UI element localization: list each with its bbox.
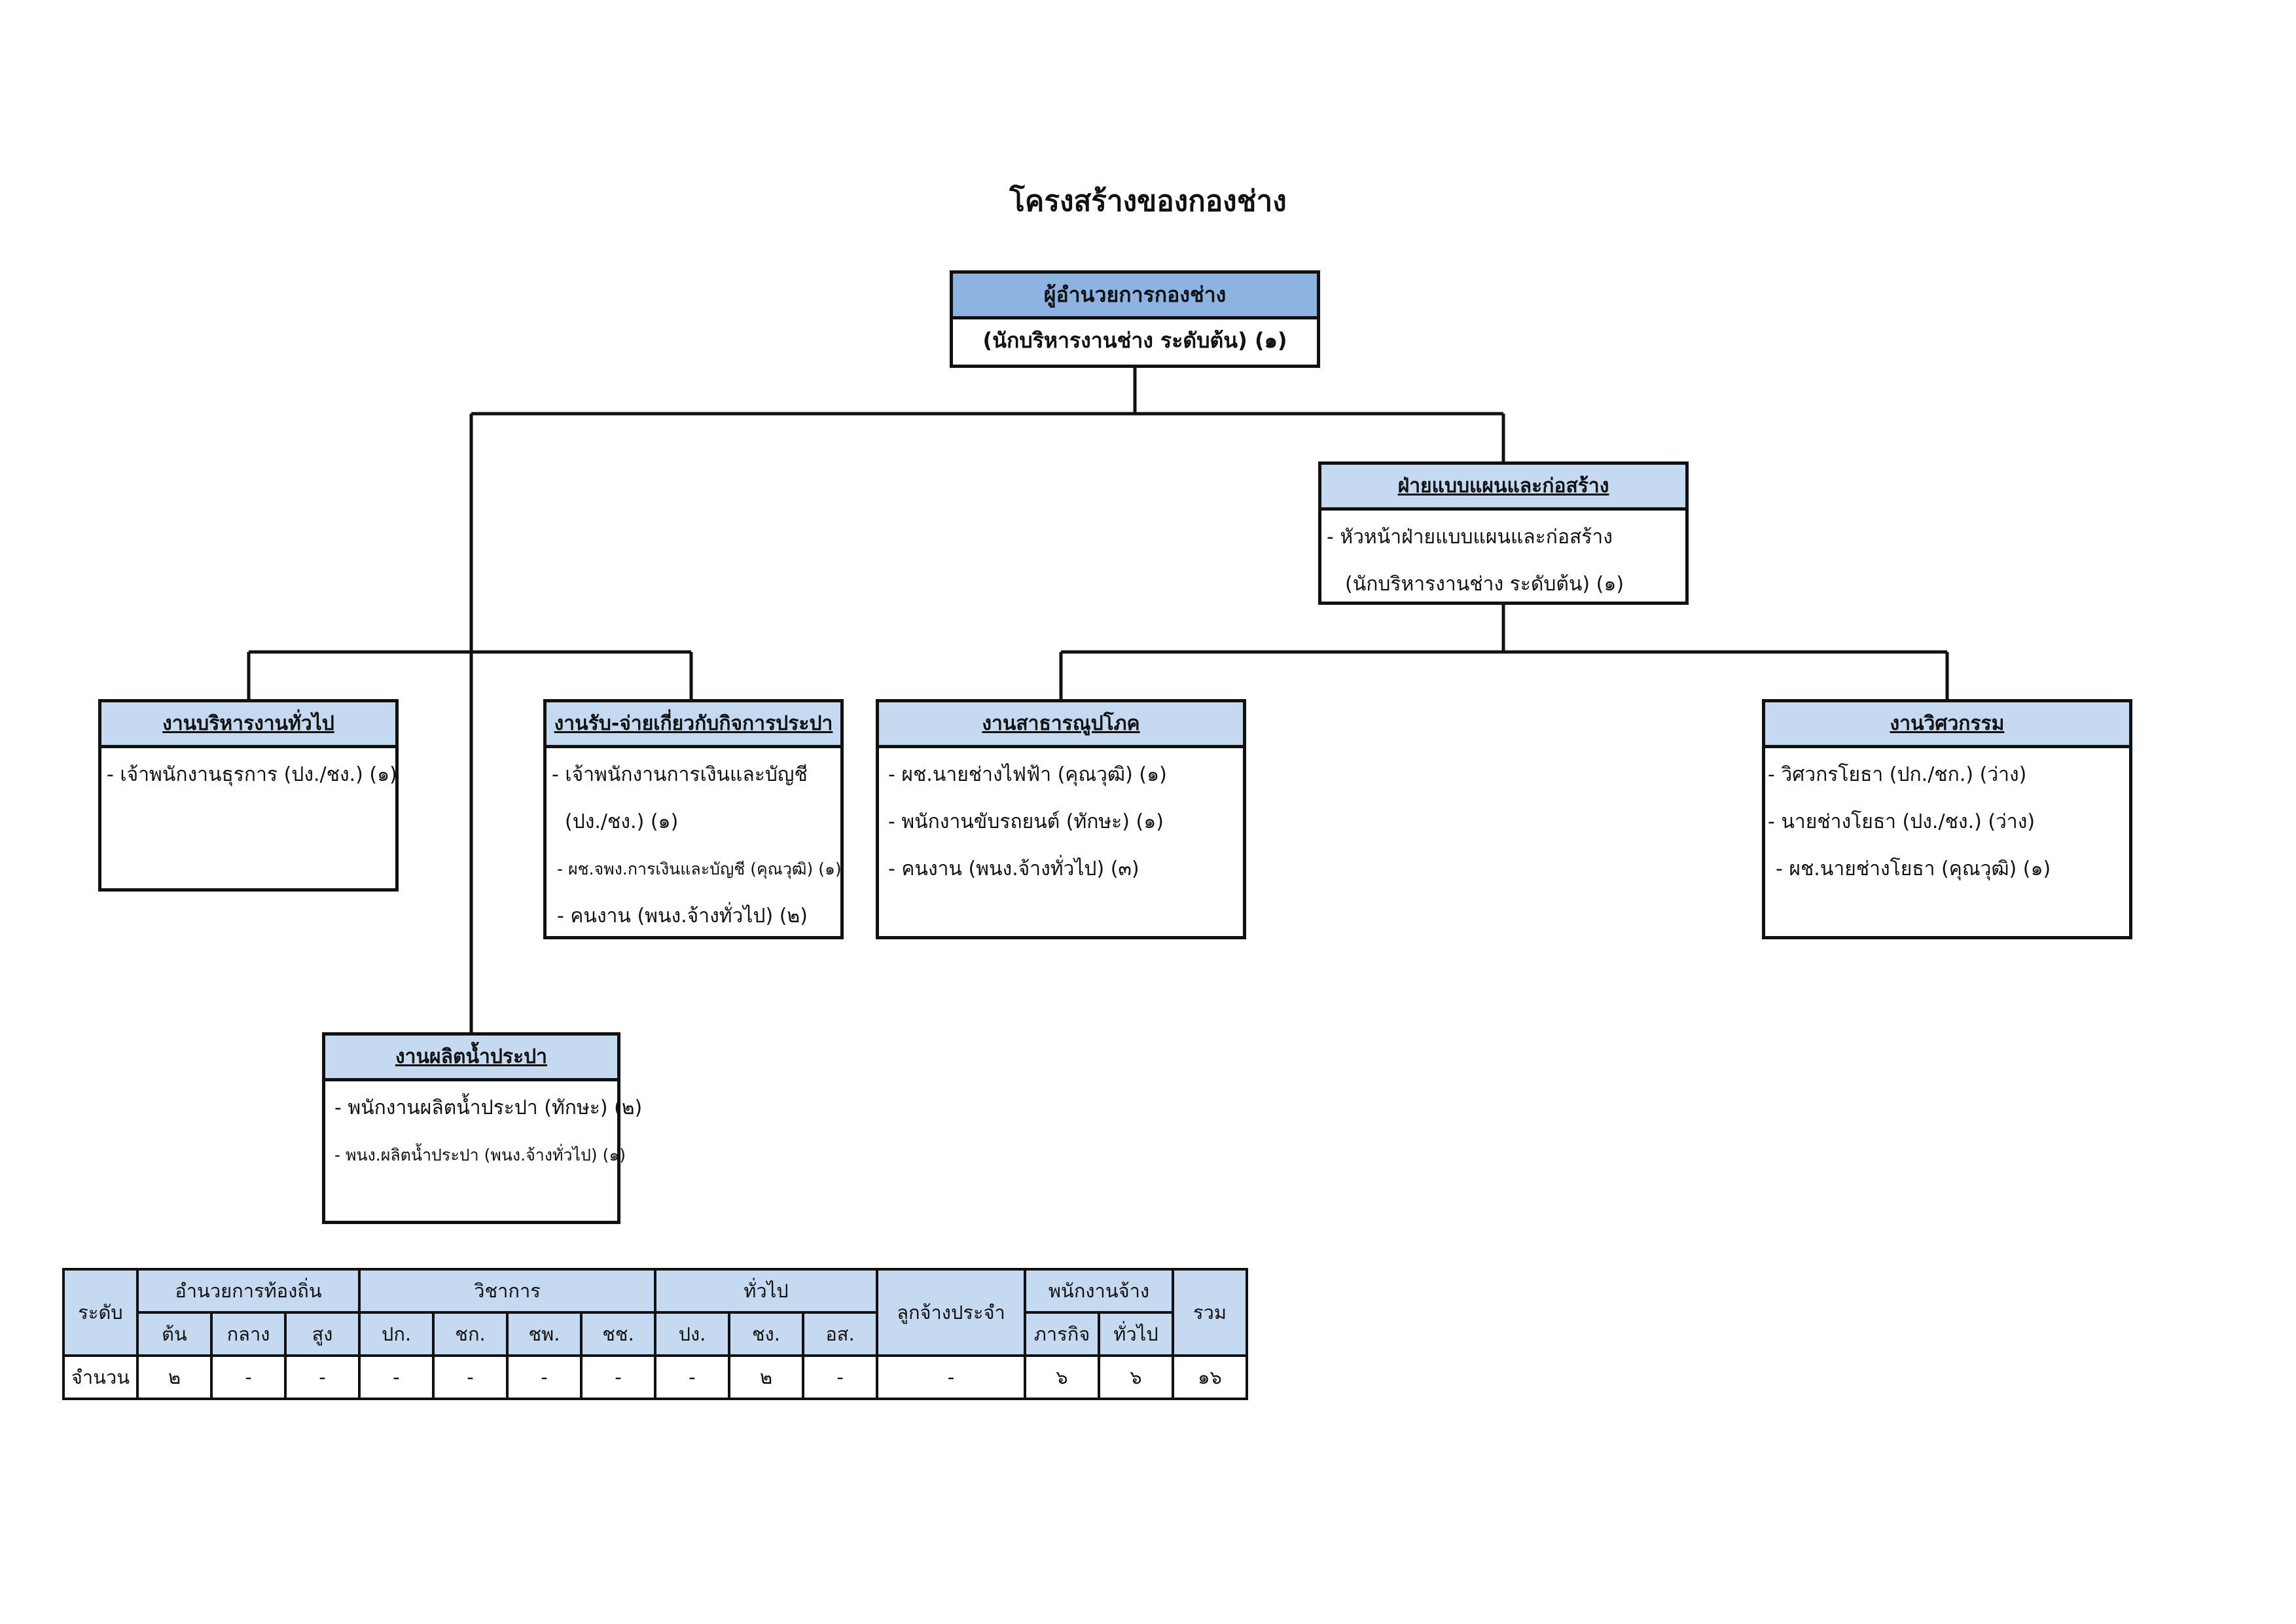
total-count-cell: ๑๖ <box>1172 1354 1248 1400</box>
utilities-unit-box: งานสาธารณูปโภค - ผช.นายช่างไฟฟ้า (คุณวุฒ… <box>876 699 1246 939</box>
general-header: ทั่วไป <box>654 1268 878 1314</box>
subheader-cell: ปง. <box>654 1311 730 1357</box>
count-cell: ๒ <box>136 1354 213 1400</box>
local-admin-header: อำนวยการท้องถิ่น <box>136 1268 361 1314</box>
water-finance-unit-line: - เจ้าพนักงานการเงินและบัญชี <box>552 763 808 786</box>
count-cell: - <box>358 1354 435 1400</box>
permanent-staff-header: ลูกจ้างประจำ <box>876 1268 1026 1357</box>
subheader-cell: ทั่วไป <box>1098 1311 1174 1357</box>
count-row-label: จำนวน <box>62 1354 139 1400</box>
count-cell: - <box>506 1354 583 1400</box>
count-cell: - <box>802 1354 878 1400</box>
water-production-unit-box: งานผลิตน้ำประปา - พนักงานผลิตน้ำประปา (ท… <box>322 1032 643 1224</box>
subheader-cell: ชพ. <box>506 1311 583 1357</box>
water-production-unit-line: - พนง.ผลิตน้ำประปา (พนง.จ้างทั่วไป) (๑) <box>334 1146 626 1164</box>
director-box: ผู้อำนวยการกองช่าง (นักบริหารงานช่าง ระด… <box>950 270 1320 368</box>
general-admin-unit-box: งานบริหารงานทั่วไป - เจ้าพนักงานธุรการ (… <box>98 699 399 892</box>
director-subtitle: (นักบริหารงานช่าง ระดับต้น) (๑) <box>982 327 1287 353</box>
subheader-cell: ชช. <box>580 1311 656 1357</box>
design-division-line: (นักบริหารงานช่าง ระดับต้น) (๑) <box>1345 573 1624 596</box>
count-cell: ๖ <box>1024 1354 1100 1400</box>
count-cell: - <box>876 1354 1026 1400</box>
staff-summary-table: ระดับ อำนวยการท้องถิ่น วิชาการ ทั่วไป ลู… <box>62 1268 1248 1400</box>
engineering-unit-line: - วิศวกรโยธา (ปก./ชก.) (ว่าง) <box>1768 763 2027 786</box>
utilities-unit-line: - คนงาน (พนง.จ้างทั่วไป) (๓) <box>888 857 1139 880</box>
engineering-unit-line: - ผช.นายช่างโยธา (คุณวุฒิ) (๑) <box>1776 857 2051 880</box>
count-cell: - <box>580 1354 656 1400</box>
subheader-cell: อส. <box>802 1311 878 1357</box>
count-cell: ๒ <box>728 1354 804 1400</box>
general-admin-unit-title: งานบริหารงานทั่วไป <box>101 702 395 748</box>
contract-staff-header: พนักงานจ้าง <box>1024 1268 1174 1314</box>
water-finance-unit-title: งานรับ-จ่ายเกี่ยวกับกิจการประปา <box>547 702 840 748</box>
design-division-box: ฝ่ายแบบแผนและก่อสร้าง - หัวหน้าฝ่ายแบบแผ… <box>1318 461 1689 605</box>
count-cell: ๖ <box>1098 1354 1174 1400</box>
subheader-cell: ชง. <box>728 1311 804 1357</box>
utilities-unit-line: - ผช.นายช่างไฟฟ้า (คุณวุฒิ) (๑) <box>888 763 1167 786</box>
subheader-cell: ปก. <box>358 1311 435 1357</box>
water-production-unit-title: งานผลิตน้ำประปา <box>325 1036 617 1081</box>
water-finance-unit-box: งานรับ-จ่ายเกี่ยวกับกิจการประปา - เจ้าพน… <box>543 699 844 939</box>
subheader-cell: ชก. <box>432 1311 509 1357</box>
page-title: โครงสร้างของกองช่าง <box>1009 185 1287 218</box>
general-admin-unit-line: - เจ้าพนักงานธุรการ (ปง./ชง.) (๑) <box>107 763 397 786</box>
design-division-line: - หัวหน้าฝ่ายแบบแผนและก่อสร้าง <box>1327 526 1613 549</box>
water-production-unit-line: - พนักงานผลิตน้ำประปา (ทักษะ) (๒) <box>334 1096 643 1119</box>
utilities-unit-line: - พนักงานขับรถยนต์ (ทักษะ) (๑) <box>888 810 1164 833</box>
level-header: ระดับ <box>62 1268 139 1357</box>
utilities-unit-title: งานสาธารณูปโภค <box>879 702 1243 748</box>
subheader-cell: กลาง <box>210 1311 287 1357</box>
subheader-cell: ต้น <box>136 1311 213 1357</box>
count-cell: - <box>654 1354 730 1400</box>
design-division-title: ฝ่ายแบบแผนและก่อสร้าง <box>1321 465 1685 511</box>
count-cell: - <box>210 1354 287 1400</box>
count-cell: - <box>284 1354 361 1400</box>
engineering-unit-title: งานวิศวกรรม <box>1765 702 2129 748</box>
water-finance-unit-line: - ผช.จพง.การเงินและบัญชี (คุณวุฒิ) (๑) <box>557 859 842 878</box>
subheader-cell: ภารกิจ <box>1024 1311 1100 1357</box>
count-cell: - <box>432 1354 509 1400</box>
director-title: ผู้อำนวยการกองช่าง <box>953 274 1317 319</box>
water-finance-unit-line: (ปง./ชง.) (๑) <box>565 810 679 833</box>
engineering-unit-line: - นายช่างโยธา (ปง./ชง.) (ว่าง) <box>1768 810 2036 833</box>
total-header: รวม <box>1172 1268 1248 1357</box>
engineering-unit-box: งานวิศวกรรม - วิศวกรโยธา (ปก./ชก.) (ว่าง… <box>1762 699 2132 939</box>
academic-header: วิชาการ <box>358 1268 656 1314</box>
subheader-cell: สูง <box>284 1311 361 1357</box>
water-finance-unit-line: - คนงาน (พนง.จ้างทั่วไป) (๒) <box>557 905 808 928</box>
